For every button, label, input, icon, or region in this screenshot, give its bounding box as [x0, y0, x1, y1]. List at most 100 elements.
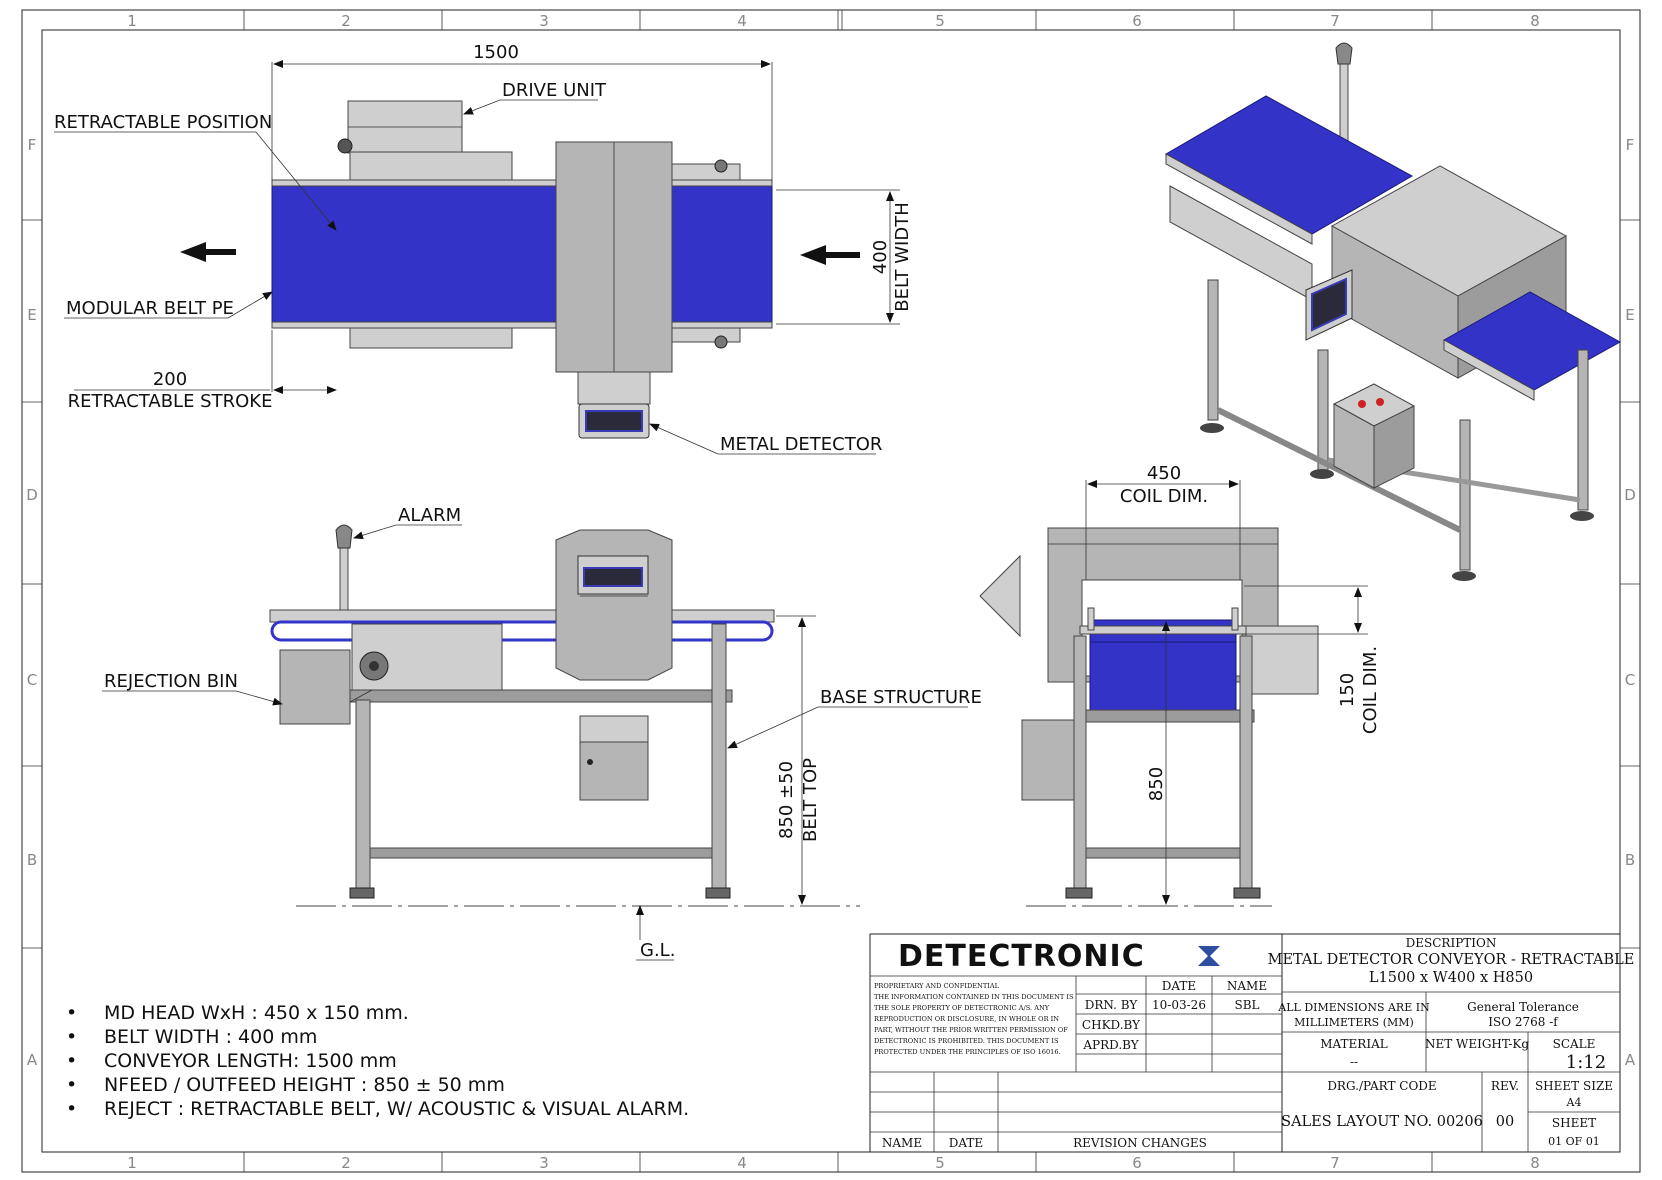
aprd-by-label: APRD.BY	[1082, 1038, 1139, 1052]
grid-row-labels-left: F E D C B A	[26, 136, 38, 1069]
sheet-header: SHEET	[1552, 1116, 1596, 1130]
note-bullet: •	[66, 1098, 77, 1120]
tolerance-line-2: ISO 2768 -f	[1488, 1015, 1559, 1029]
confidential-line: PROPRIETARY AND CONFIDENTIAL	[874, 982, 1000, 990]
label-belt-top: BELT TOP	[800, 758, 821, 842]
note-item: MD HEAD WxH : 450 x 150 mm.	[104, 1002, 409, 1024]
note-bullet: •	[66, 1074, 77, 1096]
note-item: REJECT : RETRACTABLE BELT, W/ ACOUSTIC &…	[104, 1098, 689, 1120]
grid-col-1: 1	[127, 12, 137, 30]
company-logo: DETECTRONIC	[898, 939, 1145, 974]
scale-value: 1:12	[1566, 1052, 1606, 1073]
rev-value: 00	[1496, 1114, 1514, 1130]
side-view: ALARM REJECTION BIN G.L.	[102, 505, 982, 961]
alarm-post	[339, 541, 349, 613]
front-leg-right	[1239, 635, 1253, 891]
side-leg-right	[711, 623, 727, 891]
label-drive-unit: DRIVE UNIT	[502, 80, 607, 101]
iso-alarm-icon	[1335, 42, 1353, 65]
side-leg-left	[355, 699, 371, 891]
label-rejection-bin: REJECTION BIN	[104, 671, 238, 692]
description-line-1: METAL DETECTOR CONVEYOR - RETRACTABLE	[1268, 952, 1635, 968]
label-metal-detector: METAL DETECTOR	[720, 434, 882, 455]
grid-col-6: 6	[1132, 12, 1142, 30]
label-retractable-stroke: RETRACTABLE STROKE	[68, 391, 273, 412]
label-coil-dim-height: COIL DIM.	[1360, 646, 1381, 734]
grid-row-c: C	[27, 671, 37, 689]
grid-col-1-bottom: 1	[127, 1154, 137, 1172]
part-code-value: SALES LAYOUT NO. 00206	[1281, 1114, 1483, 1130]
grid-column-labels-top: 1 2 3 4 5 6 7 8	[127, 12, 1540, 30]
grid-row-e: E	[27, 306, 36, 324]
part-code-header: DRG./PART CODE	[1327, 1079, 1436, 1093]
grid-col-7-bottom: 7	[1330, 1154, 1340, 1172]
label-retractable-position: RETRACTABLE POSITION	[54, 112, 272, 133]
label-belt-width: BELT WIDTH	[892, 202, 913, 312]
rev-changes-header: REVISION CHANGES	[1073, 1136, 1207, 1150]
scale-header: SCALE	[1553, 1037, 1596, 1051]
grid-col-4-bottom: 4	[737, 1154, 747, 1172]
grid-col-4: 4	[737, 12, 747, 30]
sheet-size-header: SHEET SIZE	[1535, 1079, 1613, 1093]
dim-coil-width: 450	[1147, 463, 1181, 484]
tolerance-line-1: General Tolerance	[1467, 1000, 1579, 1014]
title-block: DETECTRONIC PROPRIETARY AND CONFIDENTIAL…	[869, 933, 1635, 1153]
rev-date-header: DATE	[949, 1136, 983, 1150]
drive-bracket-bottom	[349, 325, 513, 349]
grid-col-3: 3	[539, 12, 549, 30]
material-header: MATERIAL	[1320, 1037, 1388, 1051]
description-header: DESCRIPTION	[1406, 936, 1497, 950]
dim-stroke: 200	[153, 369, 187, 390]
confidential-line: REPRODUCTION OR DISCLOSURE, IN WHOLE OR …	[874, 1015, 1059, 1023]
grid-col-5: 5	[935, 12, 945, 30]
dim-length: 1500	[473, 42, 519, 63]
alarm-beacon-icon	[335, 524, 353, 549]
front-belt-return	[1089, 641, 1237, 717]
note-item: CONVEYOR LENGTH: 1500 mm	[104, 1050, 397, 1072]
label-ground-level: G.L.	[640, 940, 675, 961]
sheet-frame: 1 2 3 4 5 6 7 8 1 2 3 4 5 6 7 8 F E D C …	[21, 9, 1641, 1173]
grid-col-5-bottom: 5	[935, 1154, 945, 1172]
grid-col-2: 2	[341, 12, 351, 30]
note-item: NFEED / OUTFEED HEIGHT : 850 ± 50 mm	[104, 1074, 505, 1096]
rejection-bin	[279, 649, 351, 725]
rev-header: REV.	[1491, 1079, 1519, 1093]
side-detector-head	[555, 529, 673, 681]
front-control-box	[1021, 719, 1075, 801]
grid-row-f: F	[28, 136, 37, 154]
side-belt-deck	[269, 609, 775, 623]
front-leg-left	[1073, 635, 1087, 891]
drive-bracket-top	[349, 151, 513, 181]
confidential-line: PROTECTED UNDER THE PRINCIPLES OF ISO 16…	[874, 1048, 1061, 1056]
note-bullet: •	[66, 1050, 77, 1072]
grid-col-8: 8	[1530, 12, 1540, 30]
drn-name: SBL	[1234, 998, 1259, 1012]
grid-row-a: A	[27, 1051, 38, 1069]
label-base-structure: BASE STRUCTURE	[820, 687, 982, 708]
grid-col-7: 7	[1330, 12, 1340, 30]
grid-col-3-bottom: 3	[539, 1154, 549, 1172]
drn-by-label: DRN. BY	[1085, 998, 1139, 1012]
units-line-2: MILLIMETERS (MM)	[1294, 1016, 1414, 1029]
grid-row-f-right: F	[1626, 136, 1635, 154]
grid-col-2-bottom: 2	[341, 1154, 351, 1172]
grid-row-d-right: D	[1624, 486, 1636, 504]
grid-row-a-right: A	[1625, 1051, 1636, 1069]
infeed-arrow-icon	[800, 245, 860, 265]
label-coil-dim-width: COIL DIM.	[1120, 486, 1208, 507]
grid-row-e-right: E	[1625, 306, 1634, 324]
front-chute	[979, 554, 1021, 638]
iso-display-screen	[1311, 277, 1347, 332]
side-control-box	[579, 741, 649, 801]
confidential-line: PART, WITHOUT THE PRIOR WRITTEN PERMISSI…	[874, 1026, 1068, 1034]
material-value: --	[1350, 1055, 1358, 1069]
confidential-line: DETECTRONIC IS PROHIBITED. THIS DOCUMENT…	[874, 1037, 1059, 1045]
confidential-line: THE INFORMATION CONTAINED IN THIS DOCUME…	[874, 993, 1074, 1001]
dim-height-tolerance: 850 ±50	[776, 761, 797, 839]
confidential-line: THE SOLE PROPERTY OF DETECTRONIC A/S. AN…	[874, 1004, 1050, 1012]
description-line-2: L1500 x W400 x H850	[1369, 970, 1533, 986]
notes-list: • MD HEAD WxH : 450 x 150 mm. • BELT WID…	[66, 1002, 689, 1120]
company-logo-icon	[1198, 946, 1220, 966]
sheet-size-value: A4	[1566, 1096, 1582, 1109]
